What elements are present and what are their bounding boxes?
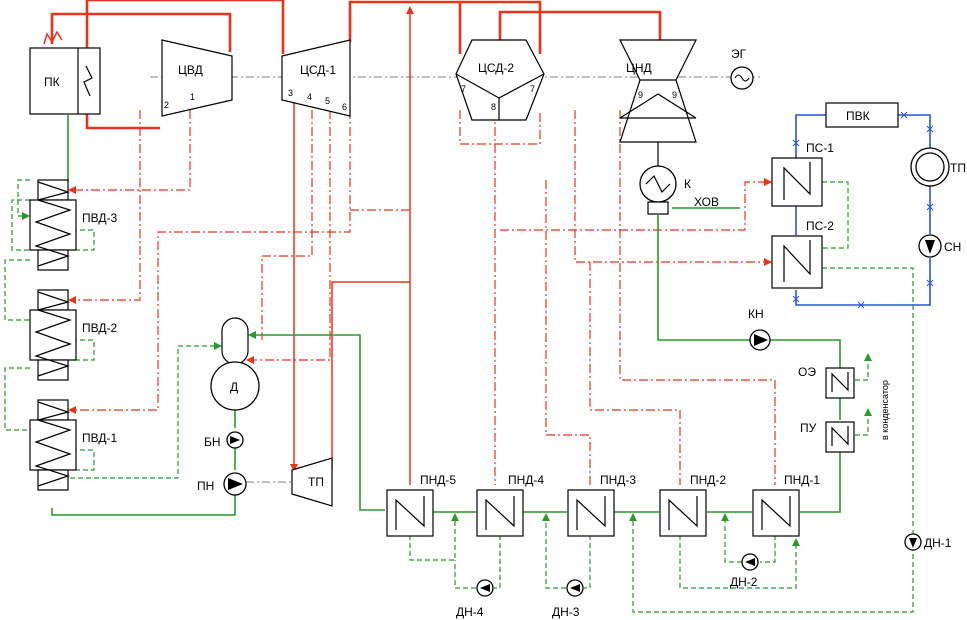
kn-label: КН	[748, 307, 764, 321]
steam-generator-pk: ПК	[29, 47, 101, 115]
cvd-bleed-2: 2	[164, 100, 169, 110]
pvd2-label: ПВД-2	[82, 321, 117, 335]
pnd4-label: ПНД-4	[508, 473, 544, 487]
dn3-label: ДН-3	[552, 605, 580, 619]
pk-label: ПК	[44, 75, 60, 89]
pump-kn: КН	[748, 307, 771, 351]
pump-bn: БН	[204, 431, 244, 449]
ps2-label: ПС-2	[806, 219, 834, 233]
pvd3-label: ПВД-3	[82, 211, 117, 225]
csd2-bleed-8: 8	[491, 102, 496, 112]
pump-dn1: ДН-1	[904, 533, 952, 551]
csd1-bleed-6: 6	[342, 102, 347, 112]
csd1-bleed-3: 3	[288, 88, 293, 98]
hov-label: ХОВ	[694, 195, 719, 209]
pump-dn3: ДН-3	[552, 579, 584, 619]
heater-pnd-1: ПНД-1	[752, 473, 820, 537]
heater-pvd-3: ПВД-3	[29, 179, 117, 271]
feedwater-lines	[51, 115, 841, 516]
heater-pnd-3: ПНД-3	[567, 473, 636, 537]
oe-label: ОЭ	[798, 365, 816, 379]
network-heater-ps2: ПС-2	[771, 219, 834, 289]
heater-pnd-4: ПНД-4	[476, 473, 544, 537]
cnd-bleed-9-right: 9	[672, 90, 677, 100]
csd2-bleed-7-right: 7	[530, 84, 535, 94]
live-steam-lines	[43, 0, 662, 485]
ejector-cooler-oe: ОЭ	[798, 365, 855, 399]
to-condenser-label: в конденсатор	[880, 380, 890, 440]
pump-dn4: ДН-4	[456, 579, 494, 619]
dn4-label: ДН-4	[456, 605, 484, 619]
pump-pn: ПН	[197, 472, 247, 496]
heater-pnd-2: ПНД-2	[659, 473, 726, 537]
cylinder-cnd: ЦНД 9 9	[619, 39, 697, 143]
d-label: Д	[230, 380, 238, 394]
pump-dn2: ДН-2	[730, 553, 759, 589]
pn-label: ПН	[197, 479, 214, 493]
ps1-label: ПС-1	[806, 141, 834, 155]
pump-sn: СН	[918, 234, 961, 258]
pnd1-label: ПНД-1	[784, 473, 820, 487]
tp-net-label: ТП	[950, 161, 966, 175]
pvk-label: ПВК	[846, 109, 870, 123]
dn1-label: ДН-1	[924, 536, 952, 550]
tp-turbine-label: ТП	[308, 475, 324, 489]
k-label: К	[684, 177, 691, 191]
pnd5-label: ПНД-5	[420, 473, 456, 487]
extraction-lines	[68, 92, 776, 485]
cvd-bleed-1: 1	[190, 92, 195, 102]
cnd-bleed-9-left: 9	[638, 90, 643, 100]
pvd1-label: ПВД-1	[82, 431, 117, 445]
cnd-label: ЦНД	[626, 61, 652, 75]
csd1-bleed-4: 4	[307, 92, 312, 102]
dn2-label: ДН-2	[730, 575, 758, 589]
seal-cooler-pu: ПУ	[800, 421, 855, 453]
network-heater-ps1: ПС-1	[771, 141, 834, 207]
drive-turbine-tp: ТП	[291, 457, 333, 507]
pu-label: ПУ	[800, 421, 817, 435]
deaerator-d: Д	[210, 317, 260, 411]
sn-label: СН	[944, 240, 961, 254]
csd2-bleed-7-left: 7	[461, 84, 466, 94]
csd2-label: ЦСД-2	[478, 61, 514, 75]
cylinder-csd2: ЦСД-2 7 8 7	[455, 39, 545, 121]
heater-pnd-5: ПНД-5	[386, 473, 456, 537]
peak-boiler-pvk: ПВК	[825, 102, 899, 128]
bn-label: БН	[204, 435, 221, 449]
heater-pvd-2: ПВД-2	[29, 289, 117, 381]
heat-consumer-tp: ТП	[910, 147, 966, 187]
pnd3-label: ПНД-3	[600, 473, 636, 487]
csd1-label: ЦСД-1	[300, 63, 336, 77]
electric-generator: ЭГ	[730, 47, 754, 90]
condenser-k: К ХОВ	[639, 142, 719, 215]
heater-pvd-1: ПВД-1	[29, 399, 117, 491]
cvd-label: ЦВД	[178, 63, 203, 77]
drain-lines	[4, 179, 914, 613]
cylinder-csd1: ЦСД-1 3 4 5 6	[281, 39, 351, 117]
cylinder-cvd: ЦВД 2 1	[161, 39, 233, 117]
pnd2-label: ПНД-2	[690, 473, 726, 487]
eg-label: ЭГ	[731, 47, 747, 61]
csd1-bleed-5: 5	[325, 96, 330, 106]
